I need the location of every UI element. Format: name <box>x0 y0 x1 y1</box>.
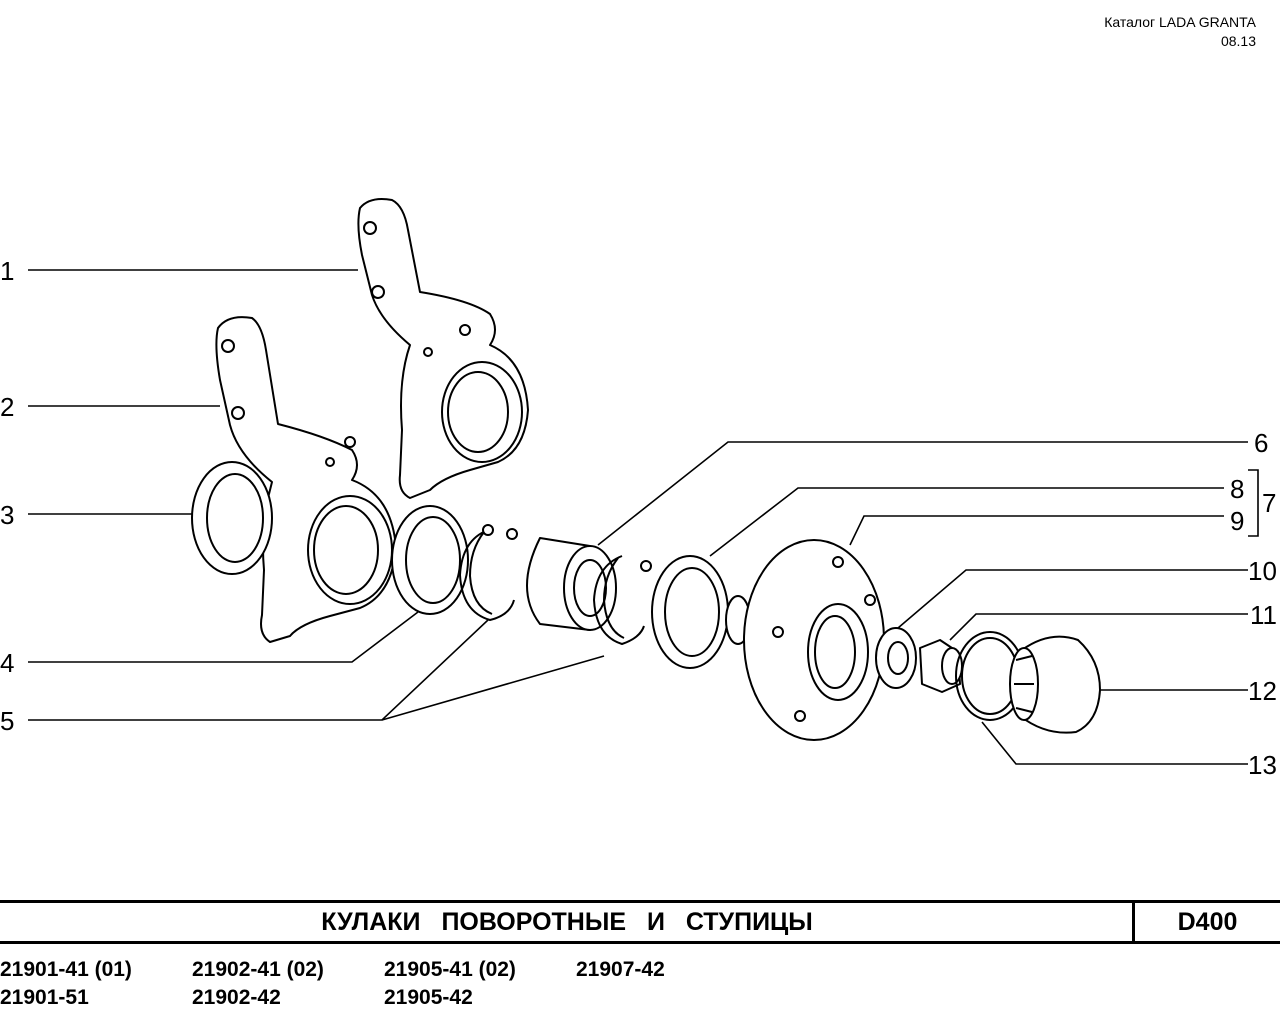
callout-4: 4 <box>0 648 15 678</box>
model-code: 21905-41 (02) <box>384 958 516 981</box>
callout-8: 8 <box>1230 474 1245 504</box>
section-code: D400 <box>1177 908 1238 936</box>
callout-5: 5 <box>0 706 15 736</box>
callout-7: 7 <box>1262 488 1277 518</box>
dust-shield-ring <box>651 555 751 669</box>
model-code: 21905-42 <box>384 986 473 1009</box>
retaining-ring-right <box>593 555 652 645</box>
catalog-date: 08.13 <box>1220 33 1256 49</box>
steering-knuckle-lower <box>215 316 397 643</box>
wheel-hub <box>743 539 885 741</box>
catalog-title: Каталог LADA GRANTA <box>1104 14 1256 30</box>
callout-9: 9 <box>1230 506 1245 536</box>
exploded-parts-diagram <box>28 198 1259 765</box>
seal-ring-left <box>191 461 273 575</box>
callout-11: 11 <box>1250 600 1277 630</box>
callout-1: 1 <box>0 256 15 286</box>
seal-ring-mid <box>391 505 469 615</box>
section-title: КУЛАКИ ПОВОРОТНЫЕ И СТУПИЦЫ <box>321 908 813 936</box>
hub-cap <box>1009 635 1101 734</box>
callout-10: 10 <box>1248 556 1277 586</box>
model-code: 21902-41 (02) <box>192 958 324 981</box>
title-bar: КУЛАКИ ПОВОРОТНЫЕ И СТУПИЦЫ D400 <box>0 900 1280 944</box>
retaining-ring-left <box>459 524 515 621</box>
model-code: 21907-42 <box>576 958 665 981</box>
callout-6: 6 <box>1254 428 1269 458</box>
model-code: 21901-51 <box>0 986 89 1009</box>
callout-3: 3 <box>0 500 15 530</box>
callout-2: 2 <box>0 392 15 422</box>
washer <box>875 627 917 689</box>
title-divider <box>1132 903 1135 941</box>
model-code: 21902-42 <box>192 986 281 1009</box>
callout-12: 12 <box>1248 676 1277 706</box>
model-code: 21901-41 (01) <box>0 958 132 981</box>
steering-knuckle-upper <box>357 198 529 499</box>
callout-13: 13 <box>1248 750 1277 780</box>
wheel-bearing <box>506 528 617 631</box>
